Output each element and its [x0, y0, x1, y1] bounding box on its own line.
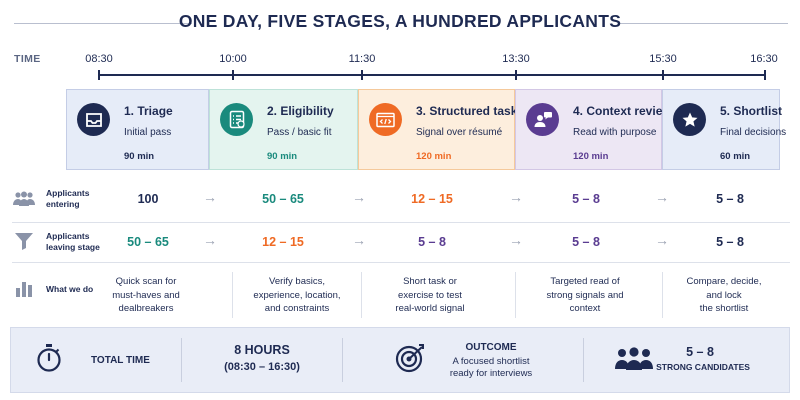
column-divider [361, 272, 362, 318]
flow-arrow-icon: → [509, 189, 523, 205]
column-divider [662, 272, 663, 318]
stage-duration: 90 min [267, 151, 298, 162]
stage-description: Verify basics, experience, location, and… [253, 276, 341, 314]
stopwatch-icon [36, 343, 62, 378]
target-icon [395, 343, 427, 378]
flow-arrow-icon: → [203, 189, 217, 205]
checklist-icon [220, 103, 253, 136]
stage-card-eligibility: 2. Eligibility Pass / basic fit 90 min [209, 89, 358, 170]
stage-title: 1. Triage [124, 104, 173, 118]
total-hours: 8 HOURS [234, 343, 290, 357]
stage-duration: 120 min [416, 151, 452, 162]
entering-value: 5 – 8 [572, 192, 600, 206]
timeline-axis [98, 74, 766, 76]
inbox-icon [77, 103, 110, 136]
summary-divider [583, 338, 584, 382]
time-tick-label: 08:30 [85, 53, 113, 65]
timeline-tick [764, 70, 766, 80]
stage-description: Targeted read of strong signals and cont… [546, 276, 624, 314]
flow-arrow-icon: → [509, 232, 523, 248]
timeline-tick [662, 70, 664, 80]
stage-card-shortlist: 5. Shortlist Final decisions 60 min [662, 89, 786, 170]
funnel-icon [14, 232, 34, 255]
row-divider [12, 262, 790, 263]
stage-subtitle: Signal over résumé [416, 127, 503, 138]
flow-arrow-icon: → [655, 189, 669, 205]
stage-title: 3. Structured task [416, 104, 518, 118]
leaving-value: 5 – 8 [716, 235, 744, 249]
stage-card-structured-task: 3. Structured task Signal over résumé 12… [358, 89, 518, 170]
stage-title: 5. Shortlist [720, 104, 783, 118]
candidates-group-icon [614, 347, 654, 376]
time-tick-label: 13:30 [502, 53, 530, 65]
entering-value: 5 – 8 [716, 192, 744, 206]
code-window-icon [369, 103, 402, 136]
stage-card-context-review: 4. Context review Read with purpose 120 … [515, 89, 672, 170]
flow-arrow-icon: → [352, 232, 366, 248]
stage-title: 4. Context review [573, 104, 672, 118]
outcome-line-1: A focused shortlist [452, 356, 530, 367]
summary-divider [342, 338, 343, 382]
entering-value: 12 – 15 [411, 192, 453, 206]
stage-description: Quick scan for must-haves and dealbreake… [112, 276, 180, 314]
page-title: ONE DAY, FIVE STAGES, A HUNDRED APPLICAN… [178, 11, 622, 31]
column-divider [515, 272, 516, 318]
stage-duration: 60 min [720, 151, 751, 162]
summary-divider [181, 338, 182, 382]
stage-description: Short task or exercise to test real-worl… [395, 276, 465, 314]
timeline-tick [361, 70, 363, 80]
flow-arrow-icon: → [203, 232, 217, 248]
candidate-count: 5 – 8 [686, 345, 714, 359]
title-rule-left [14, 23, 192, 24]
stage-card-triage: 1. Triage Initial pass 90 min [66, 89, 209, 170]
outcome-line-2: ready for interviews [449, 368, 533, 379]
leaving-value: 12 – 15 [262, 235, 304, 249]
star-badge-icon [673, 103, 706, 136]
entering-value: 50 – 65 [262, 192, 304, 206]
column-divider [232, 272, 233, 318]
stage-subtitle: Final decisions [720, 127, 787, 138]
flow-arrow-icon: → [655, 232, 669, 248]
row-label-leaving: Applicants leaving stage [46, 231, 100, 252]
stage-subtitle: Initial pass [124, 127, 172, 138]
leaving-value: 50 – 65 [127, 235, 169, 249]
leaving-value: 5 – 8 [418, 235, 446, 249]
stage-subtitle: Pass / basic fit [267, 127, 332, 138]
stage-title: 2. Eligibility [267, 104, 334, 118]
people-icon [12, 191, 36, 212]
time-tick-label: 10:00 [219, 53, 247, 65]
time-tick-label: 15:30 [649, 53, 677, 65]
total-range: (08:30 – 16:30) [224, 361, 300, 373]
entering-value: 100 [137, 192, 159, 206]
flow-arrow-icon: → [352, 189, 366, 205]
summary-bar [10, 327, 790, 393]
time-axis-label: TIME [14, 53, 41, 65]
stage-subtitle: Read with purpose [573, 127, 657, 138]
timeline-tick [515, 70, 517, 80]
title-rule-right [620, 23, 788, 24]
timeline-tick [98, 70, 100, 80]
time-tick-label: 16:30 [750, 53, 778, 65]
person-chat-icon [526, 103, 559, 136]
total-time-label: TOTAL TIME [91, 355, 150, 366]
bar-chart-icon [15, 281, 33, 302]
row-divider [12, 222, 790, 223]
stage-description: Compare, decide, and lock the shortlist [686, 276, 762, 314]
leaving-value: 5 – 8 [572, 235, 600, 249]
timeline-tick [232, 70, 234, 80]
candidate-count-label: STRONG CANDIDATES [656, 362, 750, 372]
stage-duration: 120 min [573, 151, 609, 162]
row-label-what: What we do [46, 284, 94, 294]
time-tick-label: 11:30 [348, 53, 376, 65]
stage-duration: 90 min [124, 151, 155, 162]
row-label-entering: Applicants entering [46, 188, 90, 209]
outcome-label: OUTCOME [465, 342, 517, 353]
